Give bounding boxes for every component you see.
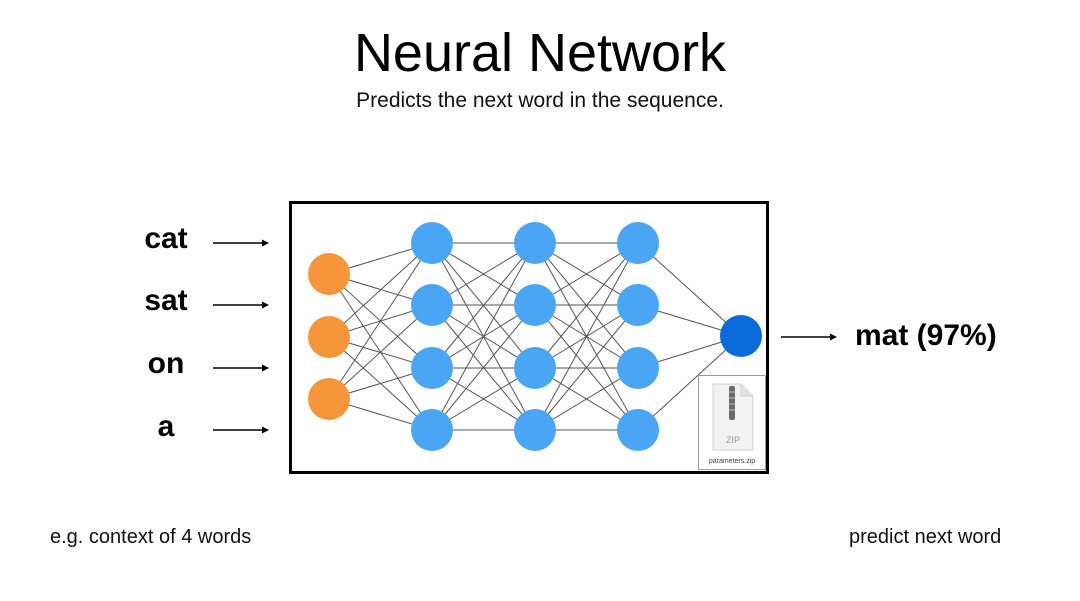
connection-edge (431, 242, 536, 431)
hidden-node (411, 347, 453, 389)
output-arrow-icon (781, 333, 837, 341)
parameters-file: ZIP parameters.zip (698, 375, 766, 470)
hidden-node (514, 409, 556, 451)
hidden-node (514, 347, 556, 389)
page-title: Neural Network (353, 23, 727, 83)
hidden-node (411, 222, 453, 264)
output-node (720, 315, 762, 357)
input-arrow-icon (213, 239, 269, 247)
input-node (308, 316, 350, 358)
connection-edge (534, 304, 639, 431)
connection-edge (431, 242, 536, 369)
hidden-node (617, 284, 659, 326)
connection-edge (637, 335, 742, 431)
connection-edge (328, 304, 433, 400)
hidden-node (617, 222, 659, 264)
input-word-4: a (157, 410, 175, 443)
output-prediction: mat (97%) (855, 319, 997, 352)
page-subtitle: Predicts the next word in the sequence. (356, 89, 724, 112)
connection-edge (534, 242, 639, 369)
hidden-node (411, 284, 453, 326)
input-arrow-icon (213, 301, 269, 309)
output-caption: predict next word (849, 526, 1002, 548)
hidden-node (617, 409, 659, 451)
zip-extension-label: ZIP (726, 435, 740, 445)
input-node (308, 253, 350, 295)
hidden-node (411, 409, 453, 451)
hidden-node (617, 347, 659, 389)
input-arrow-icon (213, 364, 269, 372)
connection-edge (328, 242, 433, 338)
parameters-filename: parameters.zip (708, 458, 756, 465)
connection-edge (637, 242, 742, 337)
hidden-node (514, 284, 556, 326)
connection-edge (328, 242, 433, 400)
zip-file-icon: ZIP (712, 383, 754, 451)
input-word-3: on (147, 347, 185, 380)
input-node (308, 378, 350, 420)
connection-edge (534, 242, 639, 431)
hidden-node (514, 222, 556, 264)
input-word-2: sat (144, 284, 188, 317)
connection-edge (431, 304, 536, 431)
input-caption: e.g. context of 4 words (50, 526, 252, 548)
input-arrow-icon (213, 426, 269, 434)
input-word-1: cat (144, 222, 188, 255)
